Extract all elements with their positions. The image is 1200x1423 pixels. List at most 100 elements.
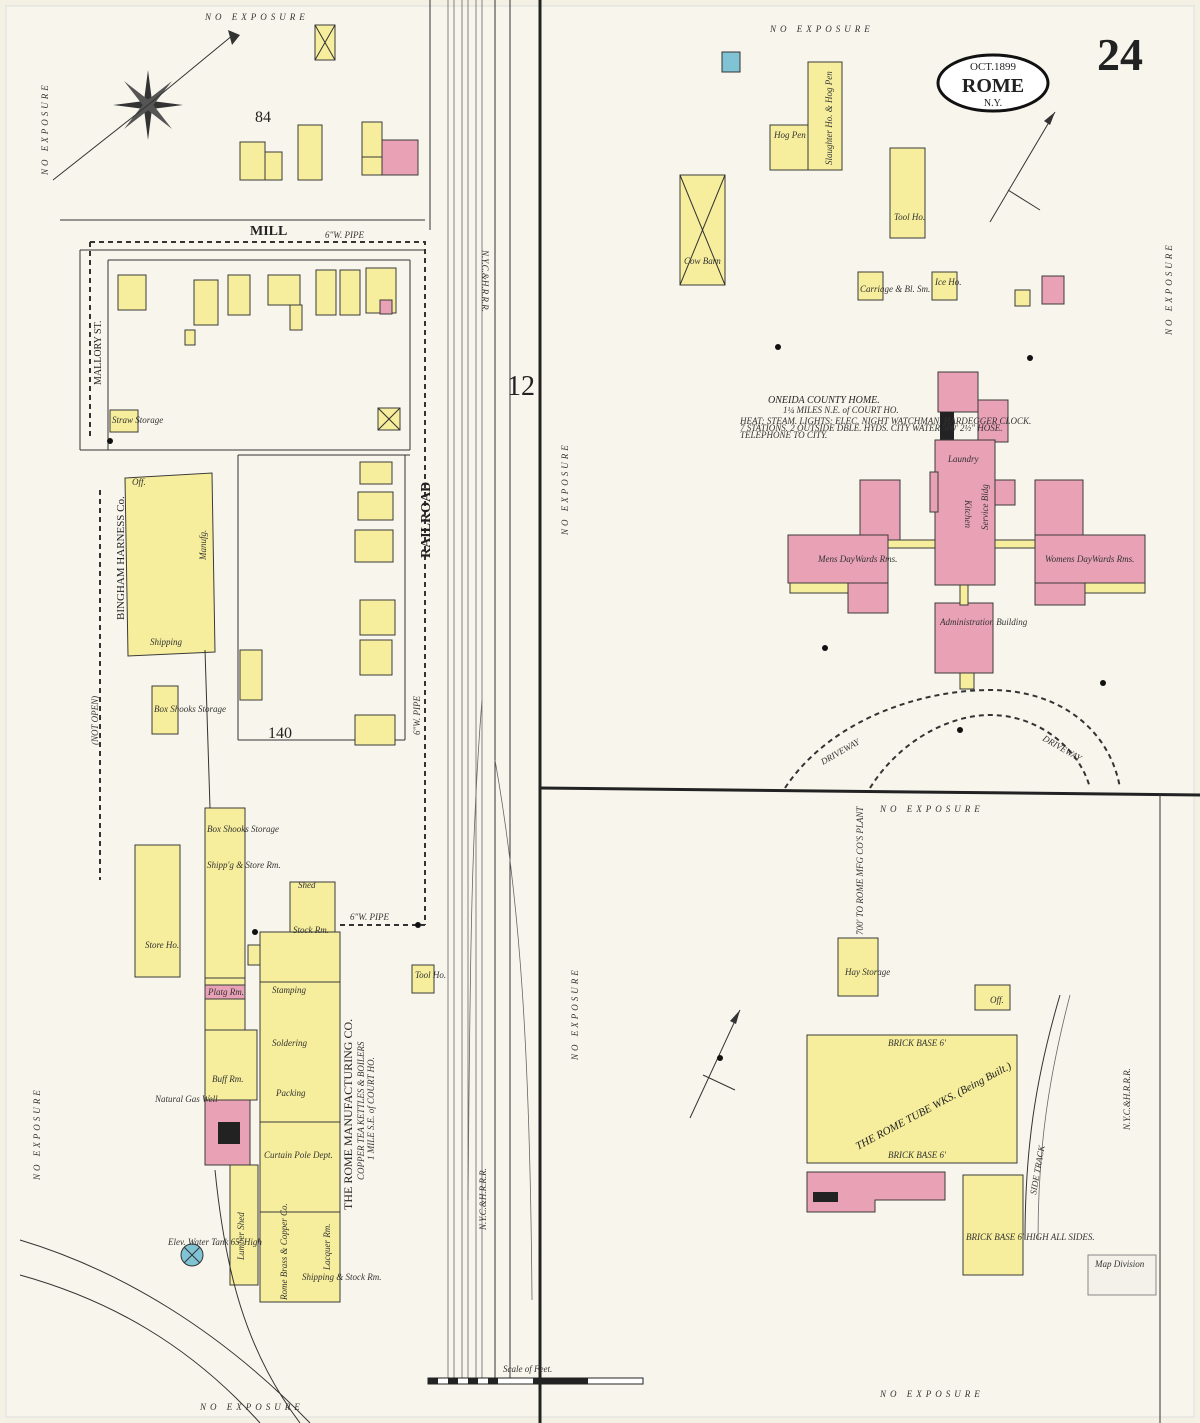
tool-house-label-2: Tool Ho. xyxy=(415,970,446,980)
water-pipe-mill xyxy=(90,241,426,925)
kitchen-label: Kitchen xyxy=(963,499,973,528)
scale-bar xyxy=(427,1377,644,1385)
block-number-12: 12 xyxy=(507,371,535,402)
driveway-inner xyxy=(869,713,1091,789)
rome-packing: Packing xyxy=(275,1088,306,1098)
exposure-label: NO EXPOSURE xyxy=(204,12,309,22)
railroad-label: N.Y.C.&H.R.R.R. xyxy=(478,1168,488,1231)
pipe-label: 6"W. PIPE xyxy=(412,696,422,735)
brick-base-label: BRICK BASE 6' xyxy=(888,1150,947,1160)
wards-label: Wards Rms. xyxy=(1092,554,1134,564)
rome-mfg-location: 1 MILE S.E. of COURT HO. xyxy=(366,1057,376,1160)
rome-mfg-products: COPPER TEA KETTLES & BOILERS xyxy=(356,1041,366,1180)
rome-stock-room: Stock Rm. xyxy=(293,925,329,935)
rome-brass-copper: Rome Brass & Copper Co. xyxy=(279,1203,289,1301)
cow-barn-label: Cow Barn xyxy=(684,256,721,266)
water-tank-icon xyxy=(180,1243,204,1267)
county-home-note: TELEPHONE TO CITY. xyxy=(740,430,827,440)
block-number-84: 84 xyxy=(255,109,271,126)
rome-tube-works-buildings xyxy=(806,937,1024,1276)
carriage-label: Carriage & Bl. Sm. xyxy=(860,284,930,294)
exposure-label: NO EXPOSURE xyxy=(40,82,50,176)
street-label-not-open: (NOT OPEN) xyxy=(90,696,100,745)
railroad-label: N.Y.C.&H.R.R.R. xyxy=(480,249,490,312)
rome-shipping-stock: Shipping & Stock Rm. xyxy=(302,1272,382,1282)
slaughter-label: Slaughter Ho. & Hog Pen xyxy=(824,71,834,165)
driveway-outer xyxy=(784,688,1121,789)
womens-day-label: Womens Day xyxy=(1045,554,1092,564)
block-140-houses xyxy=(239,461,396,746)
county-home-outbuildings xyxy=(679,51,1065,307)
tube-office-label: Off. xyxy=(990,995,1004,1005)
rome-curtain-pole: Curtain Pole Dept. xyxy=(264,1150,333,1160)
sheet-header: OCT.1899 ROME N.Y. 24 xyxy=(936,29,1143,113)
laundry-label: Laundry xyxy=(947,454,979,464)
bingham-office: Off. xyxy=(132,477,146,487)
block-number-140: 140 xyxy=(268,725,292,742)
tool-house xyxy=(411,964,435,994)
rome-shed: Shed xyxy=(298,880,316,890)
exposure-label: NO EXPOSURE xyxy=(769,24,874,34)
hydrant-dots xyxy=(107,344,1106,1061)
rome-mfg-name: THE ROME MANUFACTURING CO. xyxy=(341,1019,355,1210)
bingham-harness-building xyxy=(124,472,216,657)
hay-storage-label: Hay Storage xyxy=(844,967,890,977)
store-house-label: Store Ho. xyxy=(145,940,179,950)
spur-track-2 xyxy=(19,1274,261,1423)
brick-all-sides-label: BRICK BASE 6' HIGH ALL SIDES. xyxy=(966,1232,1095,1242)
rome-lacquer-room: Lacquer Rm. xyxy=(322,1224,332,1272)
rome-box-storage: Box Shooks Storage xyxy=(207,824,279,834)
water-tank-label: Elev. Water Tank 65' High xyxy=(167,1237,262,1247)
rome-buff-room: Buff Rm. xyxy=(212,1074,244,1084)
pipe-label: 6"W. PIPE xyxy=(325,230,364,240)
tube-side-track xyxy=(1024,994,1061,1241)
bingham-manufacturing: Manufg. xyxy=(198,530,208,561)
block-84-buildings xyxy=(239,24,419,181)
brick-base-label: BRICK BASE 6' xyxy=(888,1038,947,1048)
exposure-label: NO EXPOSURE xyxy=(570,967,580,1061)
service-label: Service Bldg xyxy=(980,484,990,530)
pipe-label: 6"W. PIPE xyxy=(350,912,389,922)
box-storage-label: Box Shooks Storage xyxy=(154,704,226,714)
mens-day-label: Mens Day xyxy=(817,554,855,564)
rome-soldering: Soldering xyxy=(272,1038,307,1048)
county-home-note: HEAT: STEAM. LIGHTS: ELEC. NIGHT WATCHMA… xyxy=(739,416,1031,426)
county-home-title: ONEIDA COUNTY HOME. xyxy=(768,395,880,406)
county-home-main-building xyxy=(787,371,1146,690)
exposure-label: NO EXPOSURE xyxy=(879,804,984,814)
exposure-label: NO EXPOSURE xyxy=(199,1402,304,1412)
rome-stamping: Stamping xyxy=(272,985,307,995)
panel-divider-horizontal xyxy=(539,786,1200,797)
wards-label: Wards Rms. xyxy=(855,554,897,564)
bingham-name: BINGHAM HARNESS Co. xyxy=(115,496,127,620)
exposure-label: NO EXPOSURE xyxy=(1164,242,1174,336)
sheet-number: 24 xyxy=(1097,29,1143,80)
scale-label: Scale of Feet. xyxy=(503,1364,552,1374)
map-division-stamp xyxy=(1087,1254,1157,1296)
county-home-note: 7 STATIONS. 2 OUTSIDE DBLE. HYDS. CITY W… xyxy=(740,423,1003,433)
street-label-railroad: RAILROAD xyxy=(419,482,434,558)
elev-steam-pipe xyxy=(204,649,211,809)
exposure-label: NO EXPOSURE xyxy=(560,442,570,536)
straw-storage-label: Straw Storage xyxy=(112,415,163,425)
natural-gas-label: Natural Gas Well xyxy=(154,1094,218,1104)
compass-rose-icon xyxy=(52,30,240,181)
county-home-subtitle: 1¼ MILES N.E. of COURT HO. xyxy=(783,405,899,415)
admin-label: Administration Building xyxy=(939,617,1028,627)
box-shooks-storage-1 xyxy=(151,685,179,735)
sheet-city: ROME xyxy=(962,75,1024,97)
store-house xyxy=(134,844,181,978)
rome-lumber-shed: Lumber Shed xyxy=(236,1212,246,1261)
street-label-mill: MILL xyxy=(250,224,287,239)
rome-shipping: Shipp'g & Store Rm. xyxy=(207,860,281,870)
ice-house-label: Ice Ho. xyxy=(934,277,962,287)
exposure-label: NO EXPOSURE xyxy=(879,1389,984,1399)
mill-street-houses xyxy=(109,267,401,433)
railroad-tracks xyxy=(447,0,533,1380)
sheet-date: OCT.1899 xyxy=(970,61,1016,73)
north-arrow-icon xyxy=(989,111,1056,223)
sheet-cartouche xyxy=(936,53,1050,113)
to-rome-mfg-label: 700' TO ROME MFG CO'S PLANT xyxy=(855,806,865,935)
north-arrow-icon-lower xyxy=(689,1009,741,1119)
